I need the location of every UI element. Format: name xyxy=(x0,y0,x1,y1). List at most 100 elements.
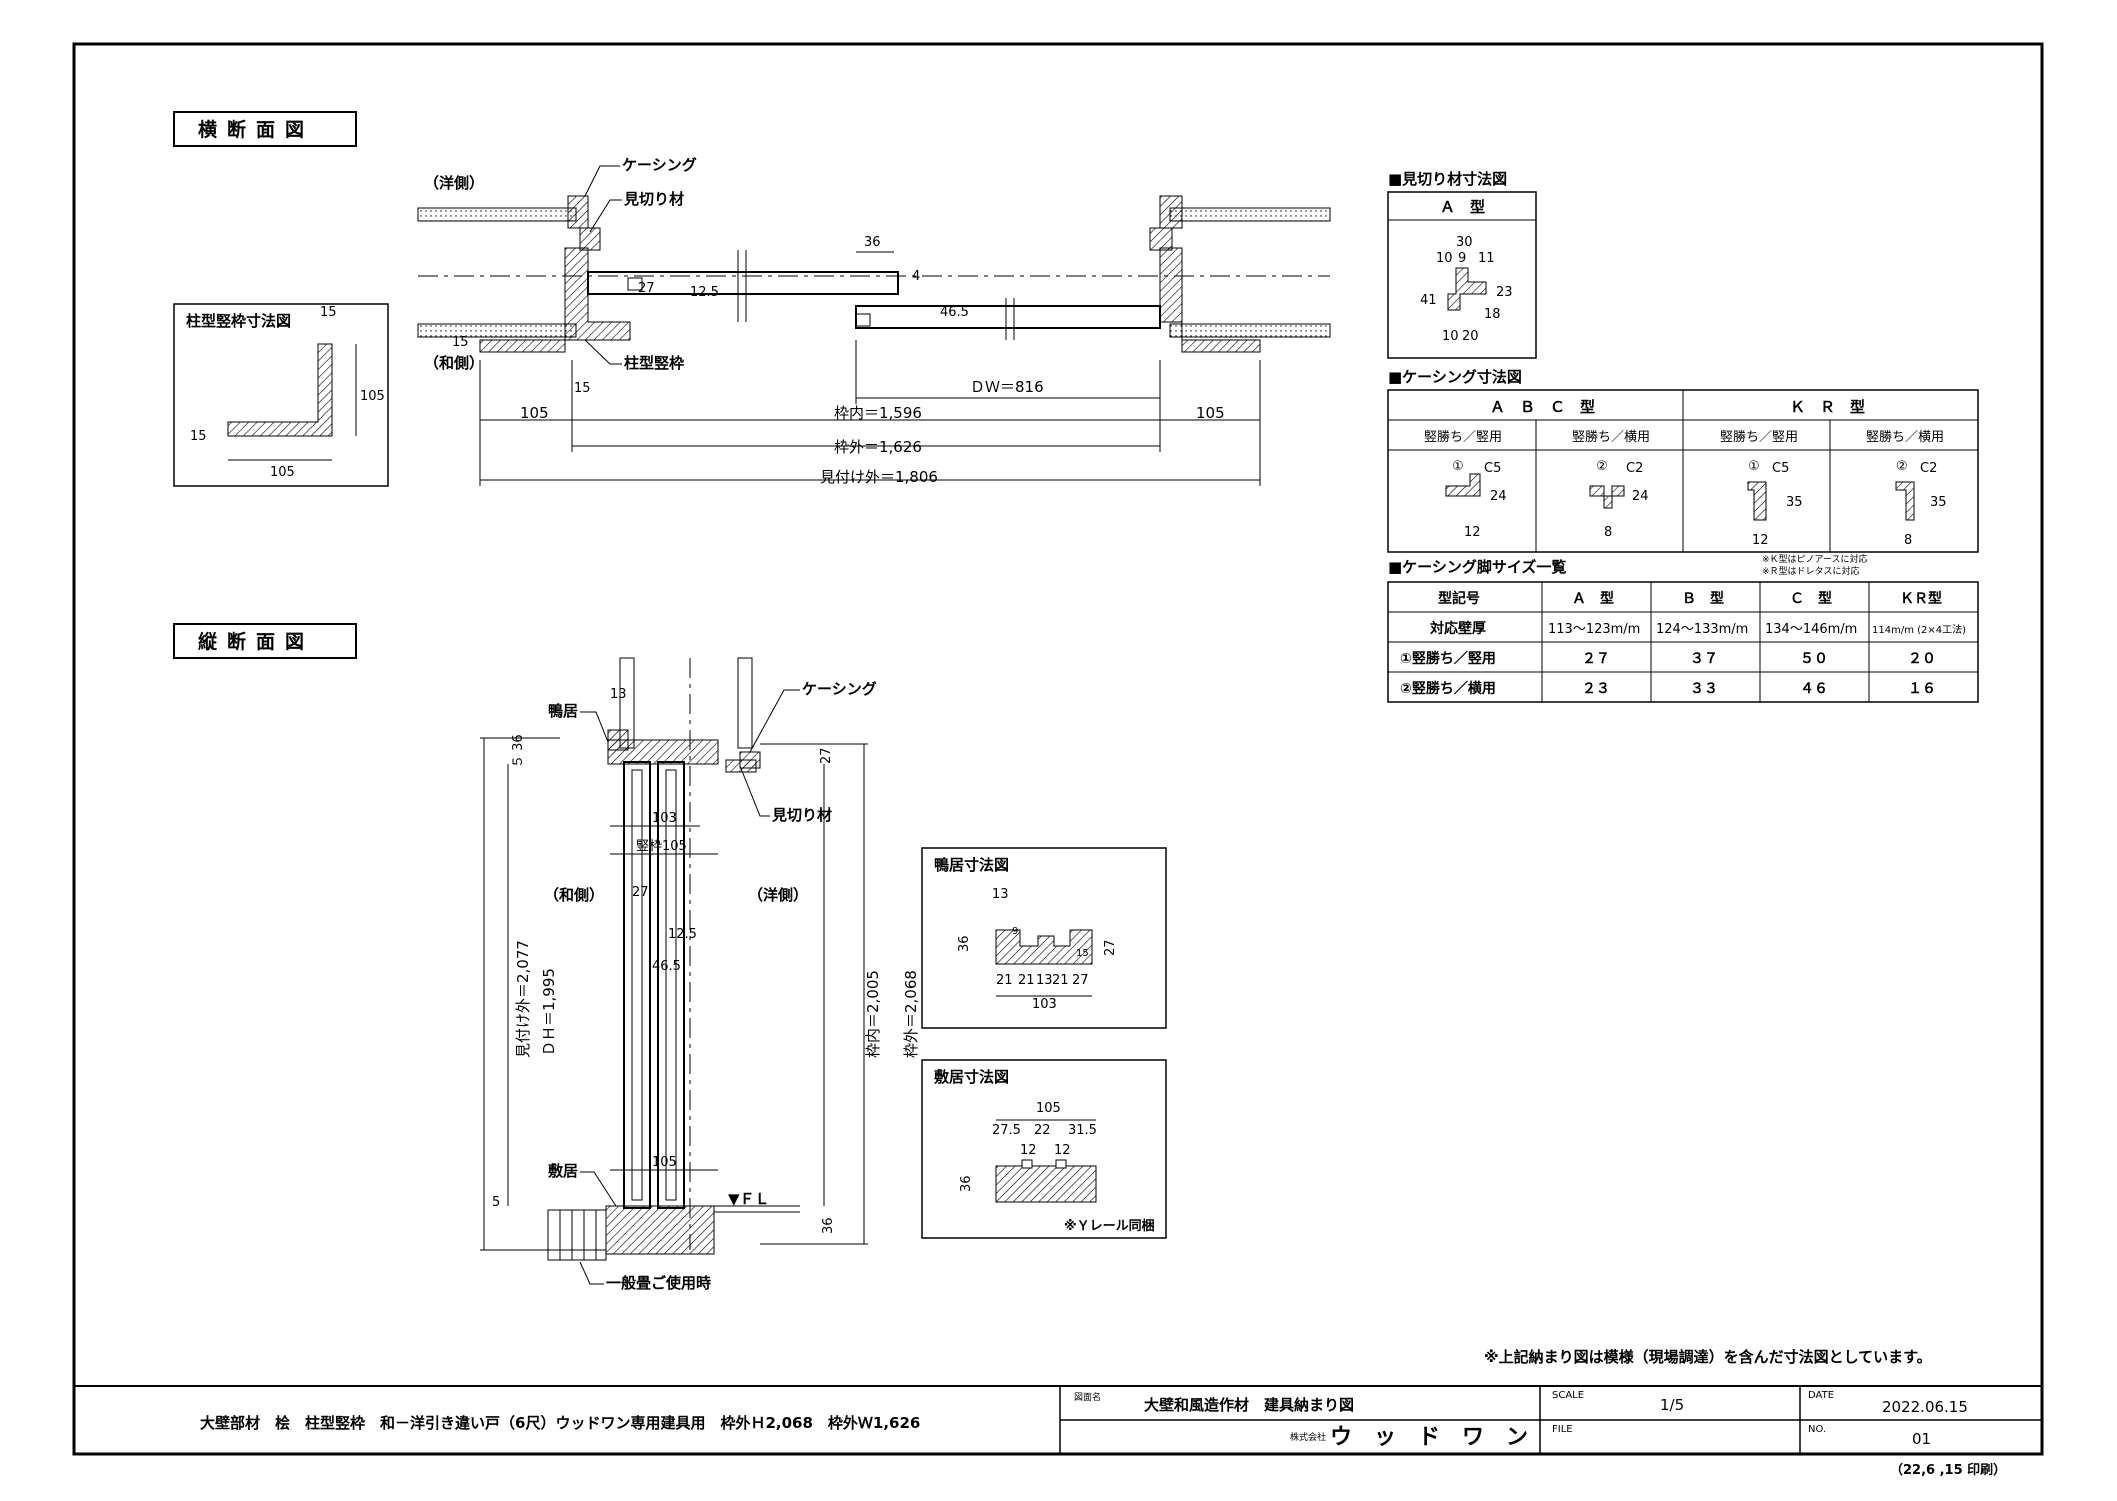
sheet-border xyxy=(72,42,2044,1456)
kamoi-dim-1: 21 xyxy=(1018,973,1035,988)
kamoi-dim-103: 103 xyxy=(1032,997,1057,1012)
plan-dim-12-5: 12.5 xyxy=(690,285,719,300)
vs-wagawa-label: （和側） xyxy=(544,886,604,904)
mikiri-dim-11: 11 xyxy=(1478,251,1495,266)
casing-p3-h: 35 xyxy=(1786,495,1803,510)
footer-company: ウ ッ ド ワ ン xyxy=(1330,1425,1528,1450)
size-r0-c2: 124～133m/m xyxy=(1656,622,1748,637)
vs-dim-105: 105 xyxy=(652,1155,677,1170)
plan-dim-105-left: 105 xyxy=(520,404,549,422)
vs-casing-label: ケーシング xyxy=(802,680,877,698)
plan-wagawa-label: （和側） xyxy=(424,354,484,372)
footer-drawing-name-label: 図面名 xyxy=(1074,1391,1101,1403)
mikiri-heading: ■見切り材寸法図 xyxy=(1388,170,1507,188)
casing-p1-w: 12 xyxy=(1464,525,1481,540)
casing-p4-c: C2 xyxy=(1920,461,1937,476)
shikii-dim-12b: 12 xyxy=(1054,1143,1071,1158)
size-note1: ※Ｋ型はピノアースに対応 xyxy=(1762,553,1868,565)
footer-file-label: FILE xyxy=(1552,1424,1573,1435)
casing-p3-w: 12 xyxy=(1752,533,1769,548)
vs-dim-36b: 36 xyxy=(821,1217,836,1234)
mikiri-dim-23: 23 xyxy=(1496,285,1513,300)
hashira-dim-15-top: 15 xyxy=(320,305,337,320)
vertical-section-drawing xyxy=(480,657,868,1285)
casing-p4-w: 8 xyxy=(1904,533,1912,548)
vs-dim-103: 103 xyxy=(652,811,677,826)
mikiri-detail-box xyxy=(1387,191,1537,359)
plan-dim-dw: ＤＷ＝816 xyxy=(970,378,1044,396)
hashira-dim-15-left: 15 xyxy=(190,429,207,444)
size-r0-c4: 114m/m (2×4工法) xyxy=(1872,623,1966,636)
vs-ippan-label: 一般畳ご使用時 xyxy=(606,1274,711,1292)
size-r1-c4: ２０ xyxy=(1908,651,1936,667)
plan-section-drawing xyxy=(417,165,1331,486)
size-note2: ※Ｒ型はドレタスに対応 xyxy=(1762,565,1860,577)
mikiri-dim-30: 30 xyxy=(1456,235,1473,250)
shikii-title: 敷居寸法図 xyxy=(934,1068,1009,1086)
mikiri-dim-18: 18 xyxy=(1484,307,1501,322)
casing-col1: 竪勝ち／竪用 xyxy=(1424,430,1502,445)
size-r0-c1: 113～123m/m xyxy=(1548,622,1640,637)
plan-dim-15b: 15 xyxy=(574,381,591,396)
footer-date-label: DATE xyxy=(1808,1390,1834,1401)
size-r1-c0: ①竪勝ち／竪用 xyxy=(1400,650,1496,667)
kamoi-dim-4: 27 xyxy=(1072,973,1089,988)
casing-p1-h: 24 xyxy=(1490,489,1507,504)
footer-note: ※上記納まり図は模様（現場調達）を含んだ寸法図としています。 xyxy=(1484,1348,1932,1366)
kamoi-dim-3: 21 xyxy=(1052,973,1069,988)
mikiri-dim-41: 41 xyxy=(1420,293,1437,308)
plan-dim-wakuuchi: 枠内＝1,596 xyxy=(834,404,922,422)
vs-dim-46-5: 46.5 xyxy=(652,959,681,974)
size-r0-c0: 対応壁厚 xyxy=(1429,620,1486,637)
section-title: 縦断面図 xyxy=(198,630,314,653)
plan-mikiri-label: 見切り材 xyxy=(623,190,684,208)
vs-dim-5-36: ５ 36 xyxy=(511,734,526,768)
footer-no: 01 xyxy=(1912,1430,1931,1448)
size-r2-c1: ２３ xyxy=(1582,681,1610,697)
casing-heading: ■ケーシング寸法図 xyxy=(1388,368,1522,386)
footer-scale: 1/5 xyxy=(1660,1396,1684,1414)
casing-p2-mark: ② xyxy=(1596,459,1608,474)
vs-dim-27: 27 xyxy=(632,885,649,900)
shikii-dim-36: 36 xyxy=(959,1175,974,1192)
vs-dim-12-5: 12.5 xyxy=(668,927,697,942)
size-table xyxy=(1387,581,1979,703)
kamoi-dim-15: 15 xyxy=(1076,948,1089,959)
casing-table xyxy=(1387,389,1979,553)
kamoi-title: 鴨居寸法図 xyxy=(934,856,1009,874)
title-block xyxy=(74,1385,2042,1454)
kamoi-dim-13: 13 xyxy=(992,887,1009,902)
vs-fl-label: ▼ＦＬ xyxy=(728,1190,770,1208)
vs-dim-5: 5 xyxy=(492,1195,500,1210)
plan-casing-label: ケーシング xyxy=(622,156,697,174)
plan-title: 横断面図 xyxy=(198,118,314,141)
size-r2-c4: １６ xyxy=(1908,681,1936,697)
footer-scale-label: SCALE xyxy=(1552,1390,1584,1401)
kamoi-dim-27: 27 xyxy=(1103,939,1118,956)
footer-printed: （22,6 ,15 印刷） xyxy=(1890,1462,2006,1478)
kamoi-dim-9: 9 xyxy=(1012,926,1018,937)
size-header-3: Ｃ 型 xyxy=(1790,590,1832,607)
vs-mikiri-label: 見切り材 xyxy=(771,806,832,824)
footer-date: 2022.06.15 xyxy=(1882,1398,1968,1416)
kamoi-dim-0: 21 xyxy=(996,973,1013,988)
hashira-dim-105-v: 105 xyxy=(360,389,385,404)
casing-kr: Ｋ Ｒ 型 xyxy=(1790,398,1865,416)
mikiri-dim-10: 10 xyxy=(1436,251,1453,266)
hashira-dim-105-h: 105 xyxy=(270,465,295,480)
casing-col4: 竪勝ち／横用 xyxy=(1866,430,1944,445)
shikii-dim-105: 105 xyxy=(1036,1101,1061,1116)
size-r2-c3: ４６ xyxy=(1800,681,1828,697)
plan-dim-105-right: 105 xyxy=(1196,404,1225,422)
vs-dim-dh: ＤＨ＝1,995 xyxy=(540,968,558,1056)
vs-dim-wakusoto: 枠外＝2,068 xyxy=(902,970,920,1058)
kamoi-dim-36: 36 xyxy=(957,935,972,952)
shikii-detail-box xyxy=(921,1059,1167,1239)
mikiri-type: Ａ 型 xyxy=(1440,198,1485,216)
mikiri-dim-20: 20 xyxy=(1462,329,1479,344)
footer-description: 大壁部材 桧 柱型竪枠 和－洋引き違い戸（6尺）ウッドワン専用建具用 枠外Ｈ2,… xyxy=(200,1414,920,1432)
casing-p4-h: 35 xyxy=(1930,495,1947,510)
casing-col2: 竪勝ち／横用 xyxy=(1572,430,1650,445)
shikii-dim-22: 22 xyxy=(1034,1123,1051,1138)
casing-p3-c: C5 xyxy=(1772,461,1789,476)
